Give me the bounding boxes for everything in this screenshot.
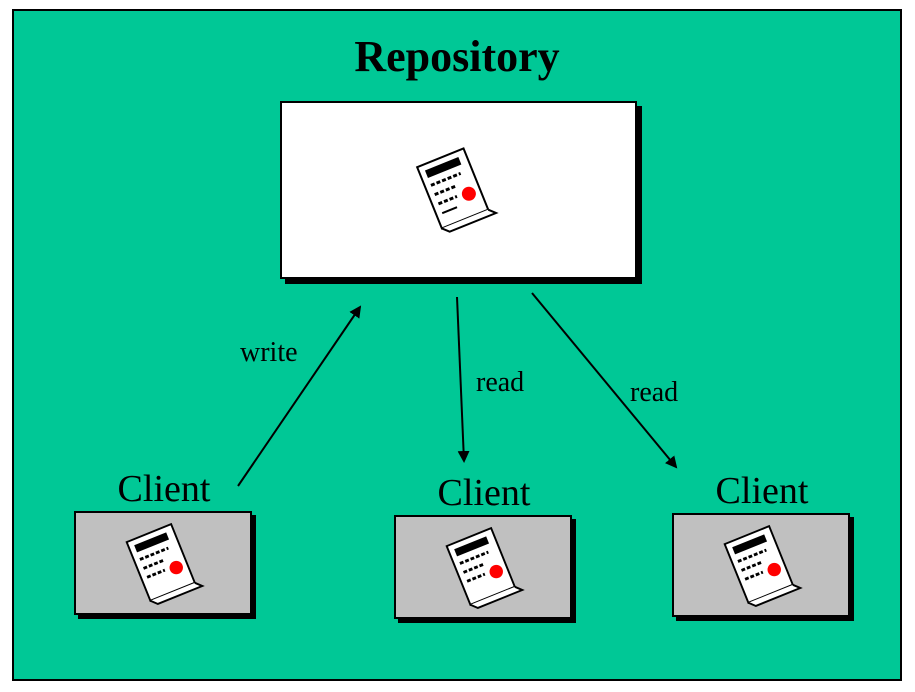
repository-box	[280, 101, 637, 279]
edges-layer	[237, 292, 678, 487]
document-icon	[415, 147, 499, 233]
edge-label-read-2: read	[630, 377, 679, 408]
client-box-1	[74, 511, 252, 615]
write-arrow	[237, 305, 362, 487]
read-arrow-2	[531, 292, 678, 469]
client-box-2	[394, 515, 572, 619]
document-icon	[445, 526, 525, 609]
document-icon	[125, 522, 205, 605]
client-label-1: Client	[117, 468, 211, 510]
diagram-canvas: Repository Client	[12, 9, 902, 681]
client-label-2: Client	[437, 472, 531, 514]
edge-label-write: write	[240, 337, 298, 368]
diagram-title: Repository	[354, 32, 560, 81]
client-box-3	[672, 513, 850, 617]
read-arrow-1	[456, 296, 470, 463]
client-label-3: Client	[715, 470, 809, 512]
edge-label-read-1: read	[476, 367, 525, 398]
document-icon	[723, 524, 803, 607]
